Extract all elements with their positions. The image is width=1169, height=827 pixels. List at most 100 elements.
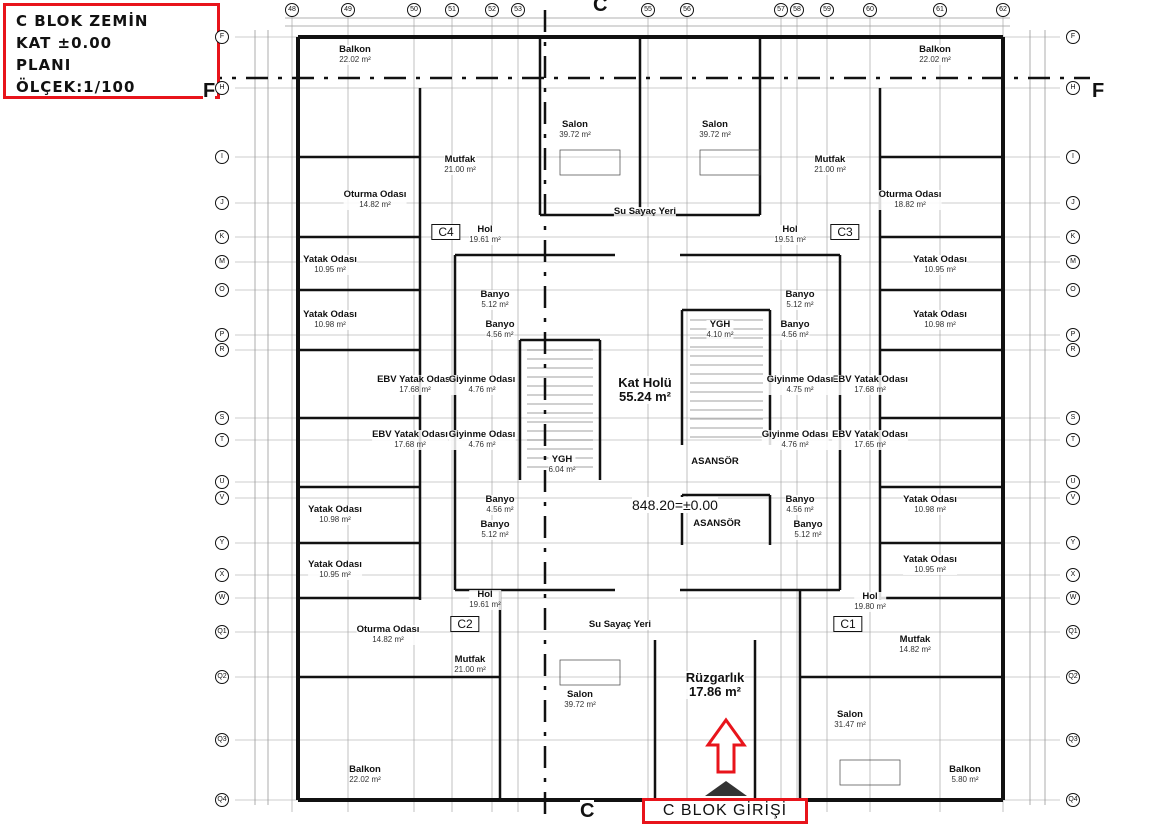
room-area: 4.75 m²: [786, 385, 814, 394]
room-area: 4.76 m²: [781, 440, 809, 449]
grid-axis-bubble: U: [1066, 475, 1080, 489]
room-area: 10.95 m²: [314, 265, 346, 274]
room-name: EBV Yatak Odası: [832, 374, 908, 385]
room-name: Salon: [702, 119, 728, 130]
room-area: 5.12 m²: [481, 300, 509, 309]
grid-axis-bubble: R: [215, 343, 229, 357]
room-area: 55.24 m²: [618, 389, 672, 404]
grid-axis-bubble: F: [1066, 30, 1080, 44]
grid-axis-bubble: X: [215, 568, 229, 582]
room-name: Su Sayaç Yeri: [588, 619, 652, 630]
grid-axis-bubble: O: [215, 283, 229, 297]
grid-axis-bubble: 59: [820, 3, 834, 17]
room-area: 19.80 m²: [854, 602, 886, 611]
room-name: Salon: [567, 689, 593, 700]
room-area: 17.65 m²: [854, 440, 886, 449]
room-area: 39.72 m²: [699, 130, 731, 139]
grid-axis-bubble: J: [1066, 196, 1080, 210]
grid-axis-bubble: P: [1066, 328, 1080, 342]
grid-axis-bubble: I: [1066, 150, 1080, 164]
grid-axis-bubble: 52: [485, 3, 499, 17]
grid-axis-bubble: S: [215, 411, 229, 425]
room-area: 4.76 m²: [468, 385, 496, 394]
grid-axis-bubble: X: [1066, 568, 1080, 582]
grid-axis-bubble: Q1: [215, 625, 229, 639]
table-icon: [559, 659, 621, 686]
room-area: 10.98 m²: [914, 505, 946, 514]
room-area: 10.98 m²: [924, 320, 956, 329]
grid-axis-bubble: M: [215, 255, 229, 269]
room-area: 21.00 m²: [444, 165, 476, 174]
grid-axis-bubble: Q2: [215, 670, 229, 684]
grid-axis-bubble: R: [1066, 343, 1080, 357]
room-area: 22.02 m²: [339, 55, 371, 64]
title-line: ÖLÇEK:1/100: [16, 78, 136, 96]
room-name: Oturma Odası: [878, 189, 942, 200]
room-area: 5.12 m²: [481, 530, 509, 539]
room-name: Banyo: [780, 319, 810, 330]
room-name: YGH: [551, 454, 573, 465]
grid-axis-bubble: Y: [1066, 536, 1080, 550]
room-area: 17.68 m²: [854, 385, 886, 394]
table-icon: [839, 759, 901, 786]
room-label: ASANSÖR: [693, 519, 741, 529]
room-name: Banyo: [485, 319, 515, 330]
room-name: Hol: [782, 224, 798, 235]
room-area: 19.61 m²: [469, 235, 501, 244]
room-area: 4.56 m²: [786, 505, 814, 514]
room-area: 17.86 m²: [688, 684, 742, 699]
grid-axis-bubble: 49: [341, 3, 355, 17]
room-name: Oturma Odası: [356, 624, 420, 635]
room-area: 14.82 m²: [372, 635, 404, 644]
block-tag: C3: [830, 224, 860, 240]
block-tag: C2: [450, 616, 480, 632]
grid-axis-bubble: H: [215, 81, 229, 95]
drawing-title-block: C BLOK ZEMİN KAT ±0.00 PLANI ÖLÇEK:1/100: [3, 3, 220, 99]
grid-axis-bubble: 58: [790, 3, 804, 17]
room-name: Oturma Odası: [343, 189, 407, 200]
room-area: 22.02 m²: [349, 775, 381, 784]
room-name: YGH: [709, 319, 731, 330]
grid-axis-bubble: K: [215, 230, 229, 244]
room-area: 39.72 m²: [564, 700, 596, 709]
room-name: Balkon: [339, 44, 371, 55]
grid-axis-bubble: W: [215, 591, 229, 605]
grid-axis-bubble: 53: [511, 3, 525, 17]
grid-axis-bubble: Q2: [1066, 670, 1080, 684]
room-name: Hol: [862, 591, 878, 602]
table-icon: [559, 149, 621, 176]
section-mark-c-top: C: [593, 0, 608, 17]
grid-axis-bubble: T: [215, 433, 229, 447]
room-label: ASANSÖR: [691, 457, 739, 467]
room-name: Mutfak: [899, 634, 931, 645]
grid-axis-bubble: T: [1066, 433, 1080, 447]
room-name: Yatak Odası: [903, 554, 957, 565]
room-area: 5.12 m²: [786, 300, 814, 309]
room-area: 19.61 m²: [469, 600, 501, 609]
section-mark-f-right: F: [1092, 80, 1105, 103]
room-area: 4.76 m²: [468, 440, 496, 449]
room-name: Banyo: [785, 289, 815, 300]
